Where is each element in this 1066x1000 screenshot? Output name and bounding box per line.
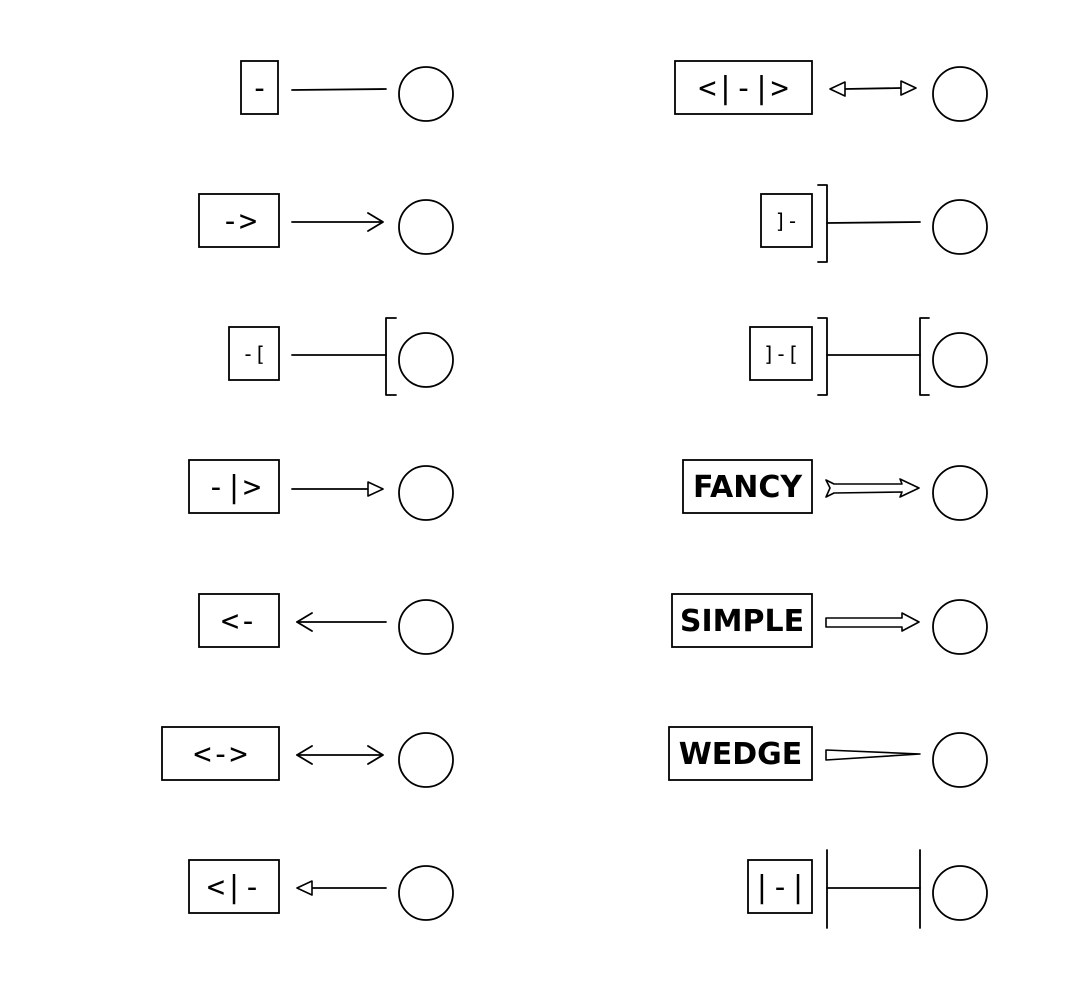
arrowhead-right — [900, 80, 917, 96]
target-node — [932, 332, 988, 388]
arrow-row-fancy: FANCY — [682, 459, 988, 521]
bracket-start — [817, 317, 828, 396]
arrowhead-left — [829, 81, 846, 97]
connector-line — [844, 87, 902, 90]
target-node — [398, 199, 454, 255]
target-node — [932, 199, 988, 255]
label-box — [668, 726, 813, 781]
wedge-arrow — [825, 749, 921, 761]
arrow-row-right-arrow: -> — [198, 193, 454, 255]
target-node — [932, 599, 988, 655]
arrow-row-double-arrow: <-> — [161, 726, 454, 788]
label-box — [240, 60, 279, 115]
target-node — [398, 465, 454, 521]
target-node — [398, 66, 454, 122]
arrow-row-left-arrow: <- — [198, 593, 454, 655]
arrow-row-bar-left-dash: <|- — [188, 859, 454, 921]
arrow-row-wedge: WEDGE — [668, 726, 988, 788]
arrow-row-dash-bracket: -[ — [228, 317, 454, 396]
bracket-start — [817, 184, 828, 263]
arrow-label: FANCY — [693, 470, 803, 505]
arrowhead-left — [296, 745, 313, 765]
target-node — [932, 865, 988, 921]
arrowhead — [367, 212, 384, 232]
arrow-row-dash-bar-right: -|> — [188, 459, 454, 521]
arrow-row-bar-both: <|-|> — [674, 60, 988, 122]
arrow-label: -[ — [242, 342, 266, 366]
arrow-label: <|-|> — [698, 71, 788, 106]
arrow-row-bracket-both: ]-[ — [749, 317, 988, 396]
arrowhead — [367, 481, 384, 497]
label-box — [674, 60, 813, 115]
target-node — [398, 332, 454, 388]
arrow-label: <-> — [193, 737, 247, 772]
arrow-label: -|> — [207, 470, 261, 505]
arrow-row-simple: SIMPLE — [671, 593, 988, 655]
label-box — [671, 593, 813, 648]
bracket-end — [385, 317, 397, 396]
target-node — [398, 865, 454, 921]
target-node — [398, 599, 454, 655]
label-box — [161, 726, 280, 781]
label-box — [747, 859, 813, 914]
arrow-label: WEDGE — [679, 737, 803, 772]
arrow-label: <|- — [207, 870, 261, 905]
arrow-label: - — [250, 71, 268, 106]
simple-arrow — [825, 612, 920, 632]
arrow-row-bar-bar: |-| — [747, 849, 988, 929]
bracket-end — [919, 317, 930, 396]
arrow-label: ]-[ — [763, 342, 799, 366]
arrow-label: <- — [221, 604, 257, 639]
arrowhead — [296, 612, 313, 632]
label-box — [228, 326, 280, 381]
connector-line — [826, 221, 921, 224]
label-box — [188, 859, 280, 914]
label-box — [760, 193, 813, 248]
target-node — [398, 732, 454, 788]
arrow-label: SIMPLE — [680, 604, 804, 639]
arrow-row-bracket-right-dash: ]- — [760, 184, 988, 263]
target-node — [932, 732, 988, 788]
label-box — [682, 459, 813, 514]
target-node — [932, 465, 988, 521]
arrowhead — [296, 880, 313, 896]
target-node — [932, 66, 988, 122]
fancy-arrow — [825, 478, 920, 498]
label-box — [749, 326, 813, 381]
arrow-label: |-| — [753, 870, 807, 905]
arrowhead-right — [367, 745, 384, 765]
connector-line — [291, 88, 387, 91]
arrow-label: -> — [221, 204, 257, 239]
label-box — [198, 193, 280, 248]
arrow-row-dash: - — [240, 60, 454, 122]
arrow-label: ]- — [774, 209, 798, 233]
label-box — [188, 459, 280, 514]
label-box — [198, 593, 280, 648]
